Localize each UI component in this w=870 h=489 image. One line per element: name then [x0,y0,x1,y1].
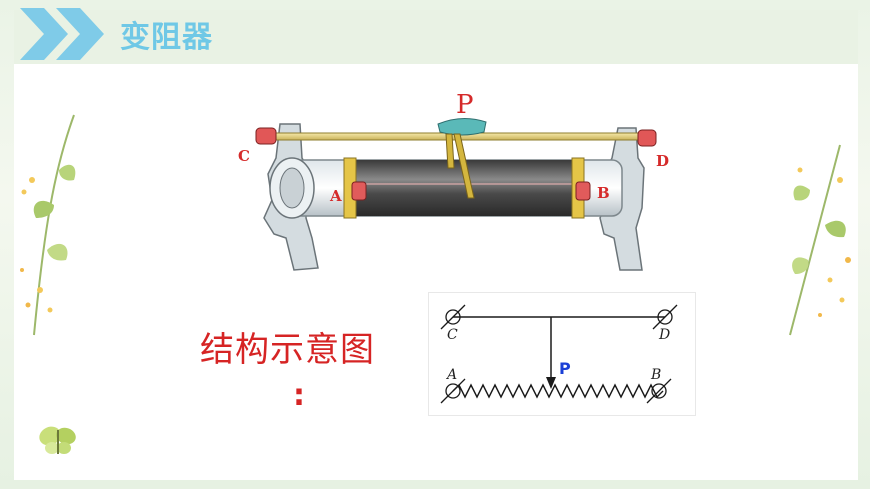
photo-label-b: B [597,184,610,202]
butterfly-icon [39,426,76,454]
chevron-right-icon [20,8,104,60]
diagram-label-c: C [447,327,458,343]
schematic-drawing [440,304,678,404]
schematic-diagram: C D A B P [428,292,696,416]
diagram-label-b: B [651,367,662,383]
flower-branch-icon [789,144,851,336]
photo-label-c: C [238,147,250,165]
photo-label-a: A [330,187,342,205]
diagram-label-d: D [659,327,671,343]
photo-label-d: D [656,152,670,170]
structure-caption: 结构示意图 [200,330,375,370]
diagram-label-p: P [559,359,571,378]
title-bar [14,10,858,64]
caption-colon: : [293,378,305,413]
rheostat-illustration [255,118,657,271]
diagram-label-a: A [447,367,458,383]
page-title: 变阻器 [120,20,213,55]
flower-branch-icon [20,114,76,336]
photo-label-p: P [456,90,474,120]
